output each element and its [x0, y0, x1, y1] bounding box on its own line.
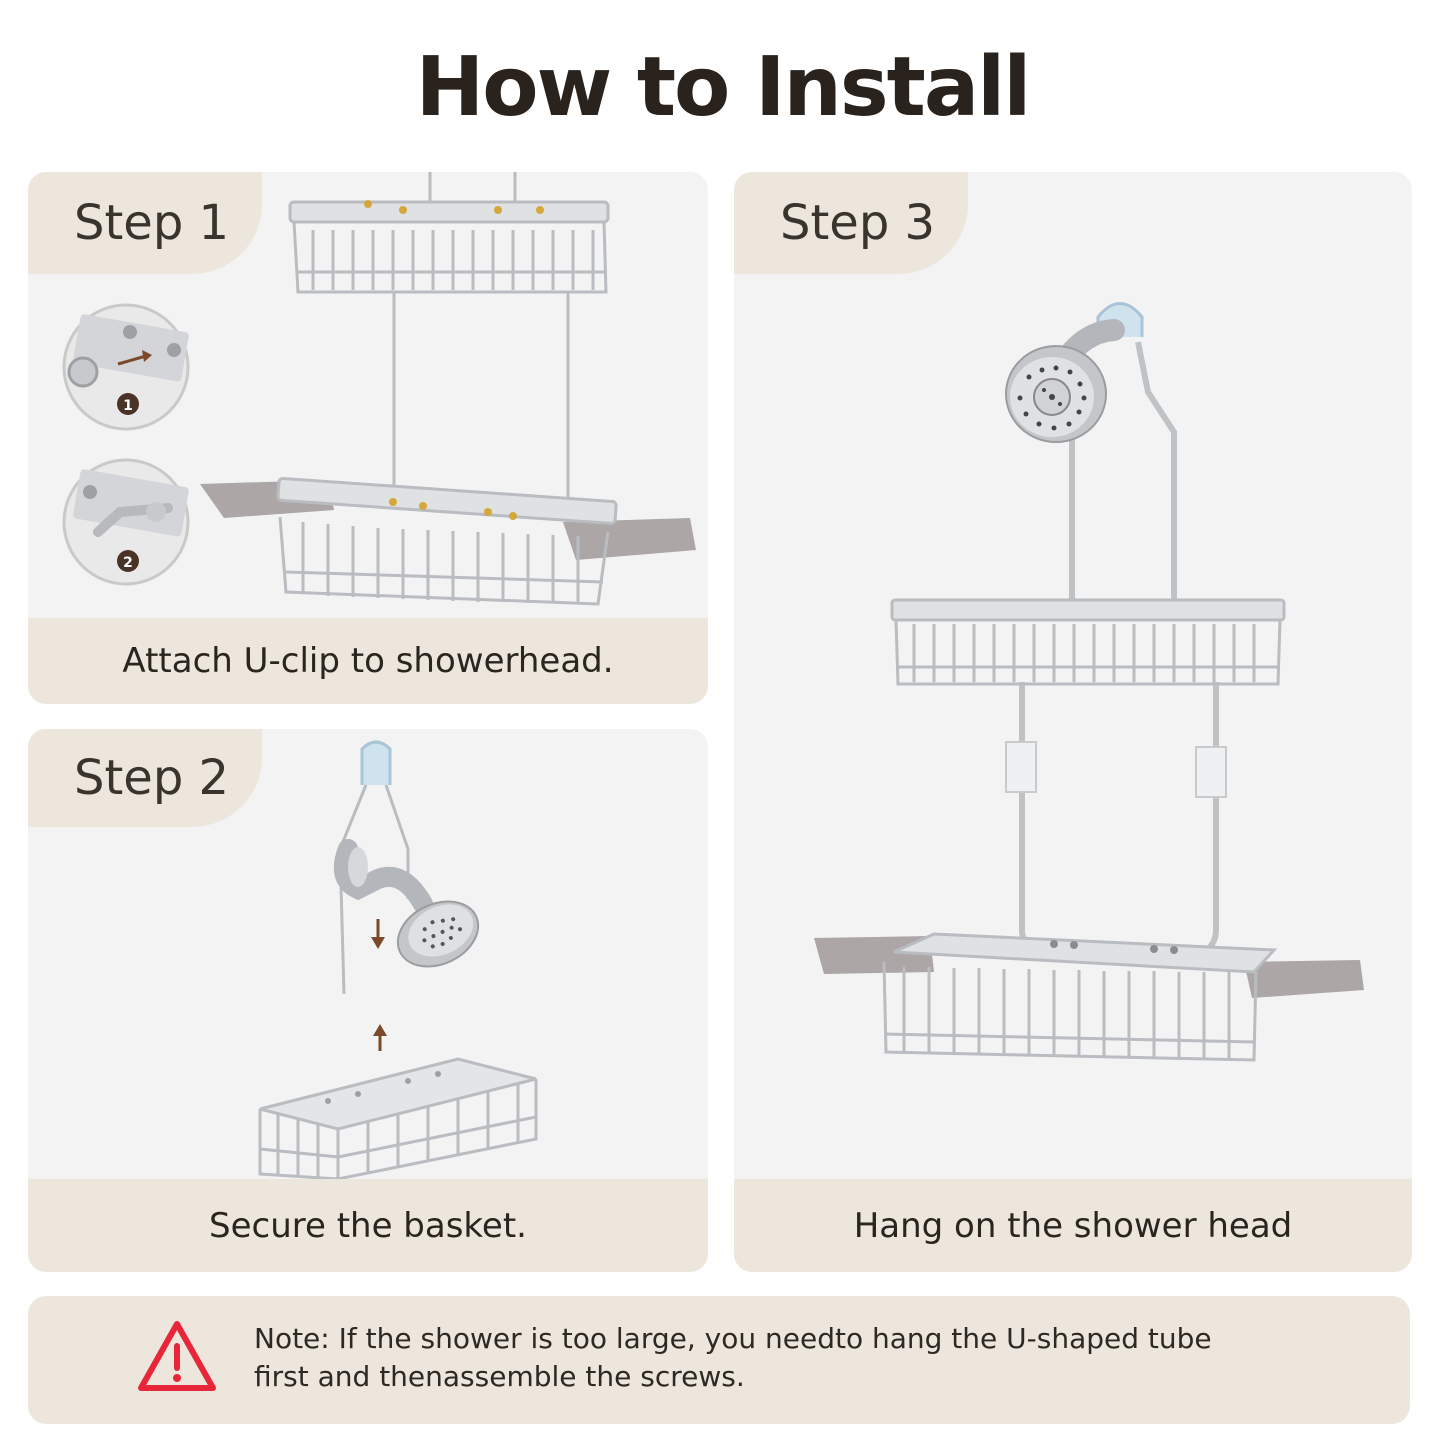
note-line-1: Note: If the shower is too large, you ne…: [254, 1322, 1212, 1355]
step-2-tab: Step 2: [28, 729, 262, 827]
badge-2: 2: [123, 555, 133, 571]
page-title: How to Install: [415, 40, 1032, 135]
detail-circle-2: [62, 458, 190, 586]
note-line-2: first and thenassemble the screws.: [254, 1360, 745, 1393]
step-1-illustration: 1 2: [62, 172, 696, 606]
note-box: Note: If the shower is too large, you ne…: [28, 1296, 1410, 1424]
badge-1: 1: [123, 398, 133, 414]
step-1-caption: Attach U-clip to showerhead.: [28, 618, 708, 704]
step-2-panel: Step 2 Secure the basket.: [28, 729, 708, 1272]
step-1-tab: Step 1: [28, 172, 262, 274]
warning-icon: [138, 1321, 216, 1391]
step-3-panel: Step 3 Hang on the shower head: [734, 172, 1412, 1272]
step-1-panel: 1 2 Step 1 Attach U-clip to showerhead.: [28, 172, 708, 704]
step-3-tab: Step 3: [734, 172, 968, 274]
detail-circle-1: [62, 303, 190, 431]
step-2-caption: Secure the basket.: [28, 1179, 708, 1272]
note-text: Note: If the shower is too large, you ne…: [254, 1320, 1334, 1396]
step-3-caption: Hang on the shower head: [734, 1179, 1412, 1272]
step-3-illustration: [814, 302, 1364, 1062]
step-2-illustration: [258, 740, 538, 1181]
